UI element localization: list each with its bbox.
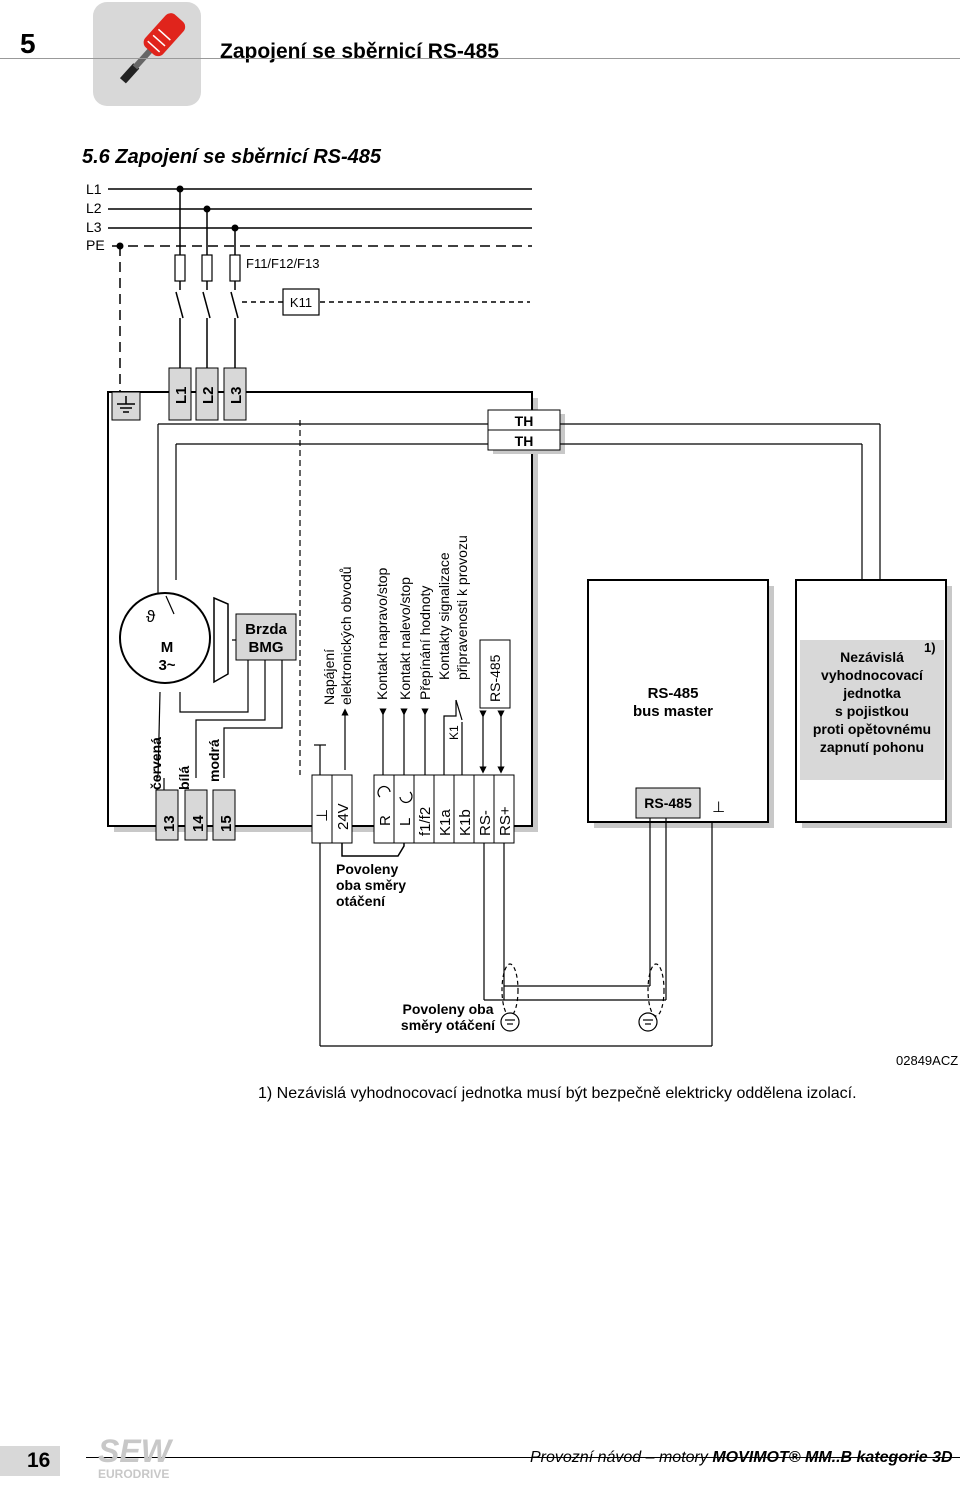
logo-text-sew: SEW: [98, 1433, 174, 1469]
safety-unit-line-2: vyhodnocovací: [821, 667, 924, 683]
screwdriver-icon: [119, 13, 186, 84]
brake-label-2: BMG: [249, 639, 284, 656]
bus-master-ground: ⊥: [712, 799, 725, 816]
bus-wiring: [319, 818, 713, 1047]
thermal-symbol: ϑ: [146, 607, 156, 626]
rs485-label-box: [479, 639, 511, 709]
motor-terminal-l3: L3: [228, 386, 245, 404]
motor-label-m: M: [161, 639, 174, 656]
contactor-label: K11: [290, 295, 312, 310]
wire-color-white: bílá: [176, 766, 192, 790]
terminal-rs-minus: RS-: [477, 810, 494, 836]
bus-master-box: [587, 579, 769, 823]
mains-label-l1: L1: [86, 181, 102, 197]
sew-logo: SEW EURODRIVE: [96, 1432, 206, 1487]
mains-label-l2: L2: [86, 200, 102, 216]
wiring-diagram: L1 L2 L3 PE F11/F12/F13 K11: [86, 181, 952, 1047]
bottom-note-2: směry otáčení: [401, 1017, 496, 1033]
rs485-vertical-label: RS-485: [487, 654, 503, 702]
safety-unit-footnote-mark: 1): [924, 640, 936, 655]
terminal-24v: 24V: [335, 803, 352, 830]
chapter-number: 5: [20, 28, 36, 59]
safety-unit-line-1: Nezávislá: [840, 649, 904, 665]
function-label-ready-1: Kontakty signalizace: [436, 552, 452, 680]
brake-terminal-15: 15: [218, 815, 235, 832]
bus-master-terminal: [635, 787, 701, 819]
function-label-supply-1: Napájení: [321, 649, 337, 705]
footer-divider: [86, 1457, 960, 1458]
motor-terminal-l1: L1: [173, 386, 190, 404]
bus-master-label-1: RS-485: [648, 685, 699, 702]
terminal-r: R: [377, 815, 394, 826]
terminal-k1b: K1b: [457, 809, 474, 836]
th-terminal-2: [487, 429, 561, 451]
function-label-supply-2: elektronických obvodů: [338, 566, 354, 705]
jumper-note-2: oba směry: [336, 877, 406, 893]
safety-unit-line-6: zapnutí pohonu: [820, 739, 924, 755]
safety-unit-line-4: s pojistkou: [835, 703, 909, 719]
logo-text-eurodrive: EURODRIVE: [98, 1467, 169, 1481]
th-label-1: TH: [515, 413, 534, 429]
terminal-rs-plus: RS+: [497, 806, 514, 836]
contactor-box: [282, 288, 320, 316]
header-divider: [0, 58, 960, 59]
brake-terminal-14: 14: [190, 815, 207, 832]
mains-lines: [108, 188, 532, 392]
bus-master-label-2: bus master: [633, 703, 713, 720]
shield-ground-icons: [500, 1012, 658, 1032]
brake-symbol: [213, 596, 229, 684]
rotation-arrows: [377, 786, 413, 803]
section-title: 5.6 Zapojení se sběrnicí RS-485: [82, 146, 382, 168]
chapter-icon-box: [93, 2, 201, 106]
jumper-note-3: otáčení: [336, 893, 386, 909]
junction-dots: [116, 185, 239, 250]
function-label-ready-2: připravenosti k provozu: [454, 535, 470, 680]
mains-label-pe: PE: [86, 237, 105, 253]
ground-icon: [117, 396, 135, 413]
footer-doc-prefix: Provozní návod – motory: [530, 1449, 713, 1466]
internal-wiring: [157, 420, 881, 790]
terminal-ground: ⊥: [314, 809, 331, 822]
motor-terminals: [168, 367, 247, 421]
mains-label-l3: L3: [86, 219, 102, 235]
brake-box: [235, 613, 297, 661]
wire-color-blue: modrá: [206, 739, 222, 782]
brake-label-1: Brzda: [245, 621, 287, 638]
brake-terminal-13: 13: [161, 815, 178, 832]
safety-unit-line-3: jednotka: [842, 685, 901, 701]
brake-terminals: [155, 789, 236, 841]
bus-master-terminal-label: RS-485: [644, 795, 692, 811]
footer-document-title: Provozní návod – motory MOVIMOT® MM..B k…: [530, 1449, 953, 1467]
fuses-label: F11/F12/F13: [246, 256, 319, 271]
safety-unit-line-5: proti opětovnému: [813, 721, 931, 737]
terminal-l: L: [397, 818, 414, 826]
k1-label: K1: [447, 725, 461, 740]
page-number: 16: [27, 1449, 51, 1472]
wire-color-red: červená: [148, 737, 164, 790]
motor-label-3phase: 3~: [158, 657, 175, 674]
motor-terminal-l2: L2: [200, 386, 217, 404]
function-label-right: Kontakt napravo/stop: [374, 567, 390, 700]
figure-id: 02849ACZ: [896, 1053, 959, 1068]
jumper-wire: [341, 843, 405, 857]
jumper-note-1: Povoleny: [336, 861, 398, 877]
page-number-tab: [0, 1446, 60, 1476]
footer-doc-product: MOVIMOT® MM..B kategorie 3D: [712, 1449, 953, 1466]
control-terminal-strip: [311, 774, 515, 844]
footnote: 1) Nezávislá vyhodnocovací jednotka musí…: [258, 1085, 857, 1102]
safety-unit-panel: [800, 640, 944, 780]
th-label-2: TH: [515, 433, 534, 449]
motor-symbol: [119, 592, 211, 684]
fuses: [174, 254, 241, 282]
bottom-note-1: Povoleny oba: [402, 1001, 493, 1017]
page-header-title: Zapojení se sběrnicí RS-485: [220, 40, 499, 63]
signal-arrows: [341, 699, 505, 775]
terminal-f1f2: f1/f2: [417, 807, 434, 836]
function-label-left: Kontakt nalevo/stop: [397, 577, 413, 700]
terminal-k1a: K1a: [437, 809, 454, 836]
function-label-setpoint: Přepínání hodnoty: [417, 586, 433, 700]
